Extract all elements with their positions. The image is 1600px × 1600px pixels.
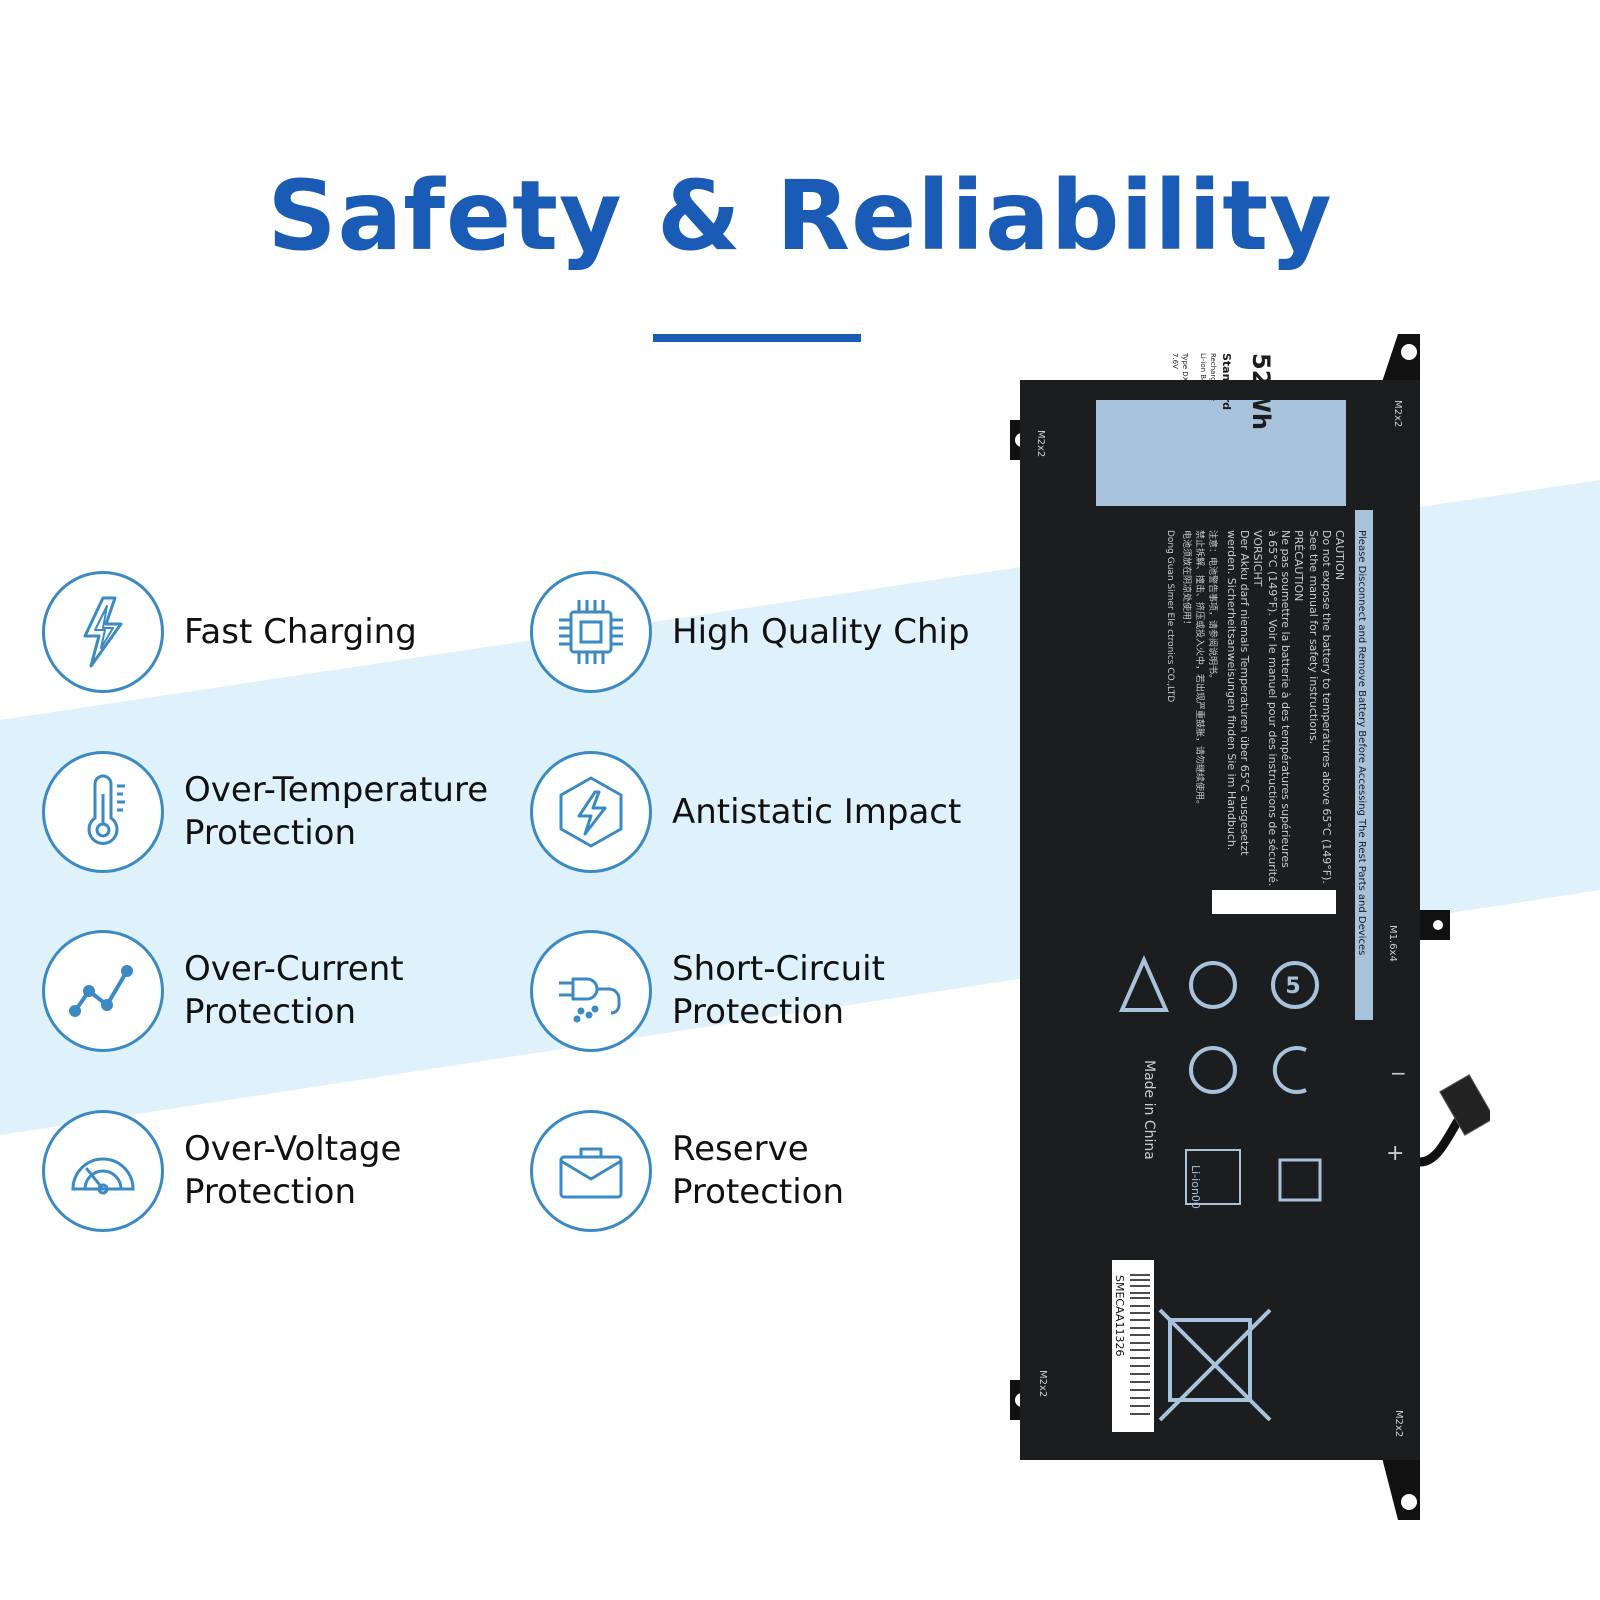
feature-label: Reserve bbox=[672, 1129, 809, 1169]
screw-hole bbox=[1433, 920, 1443, 930]
gauge-icon bbox=[42, 1110, 164, 1232]
zigzag-line-icon bbox=[42, 930, 164, 1052]
minus-terminal: − bbox=[1390, 1061, 1407, 1085]
barcode bbox=[1130, 1274, 1150, 1415]
warning-triangle-icon bbox=[1118, 955, 1170, 1012]
feature-label: Over-Temperature bbox=[184, 770, 489, 810]
caution-line: See the manual for safety instructions. bbox=[1307, 530, 1320, 744]
lightning-bolt-icon bbox=[42, 571, 164, 693]
hexagon-bolt-icon bbox=[530, 751, 652, 873]
precaution-line: à 65°C (149°F). Voir le manuel pour des … bbox=[1266, 530, 1279, 886]
chinese-line: 注意：电池警告事项，请参阅说明书。 bbox=[1207, 530, 1219, 683]
recycle-5-icon bbox=[1271, 961, 1319, 1009]
mounting-tab bbox=[1380, 1450, 1420, 1520]
title-underline bbox=[653, 334, 861, 342]
screw-label: M2x2 bbox=[1037, 1370, 1048, 1397]
feature-over-voltage: Over-Voltage Protection bbox=[42, 1110, 401, 1232]
feature-label: Protection bbox=[184, 813, 357, 853]
screw-label: M1.6x4 bbox=[1387, 925, 1398, 962]
battery-recycle-mark-icon bbox=[1278, 1158, 1322, 1202]
briefcase-icon bbox=[530, 1110, 652, 1232]
crossed-bin-icon bbox=[1158, 1308, 1272, 1422]
chinese-line: 电池须放在阴凉处使用！ bbox=[1181, 530, 1193, 629]
screw-hole bbox=[1401, 1494, 1417, 1510]
page-title: Safety & Reliability bbox=[267, 160, 1333, 272]
recycle-number: 5 bbox=[1285, 974, 1300, 999]
blank-sticker bbox=[1212, 890, 1336, 914]
feature-label: Over-Voltage bbox=[184, 1129, 402, 1169]
connector-plug bbox=[1439, 1074, 1495, 1136]
made-in-text: Made in China bbox=[1141, 1060, 1157, 1160]
feature-over-temperature: Over-Temperature Protection bbox=[42, 751, 488, 873]
feature-high-quality-chip: High Quality Chip bbox=[530, 571, 970, 693]
vorsicht-title: VORSICHT bbox=[1251, 530, 1264, 587]
feature-reserve-protection: Reserve Protection bbox=[530, 1110, 844, 1232]
feature-label: Protection bbox=[184, 1172, 357, 1212]
feature-label: Short-Circuit bbox=[672, 949, 885, 989]
feature-label: Antistatic Impact bbox=[672, 791, 962, 832]
disposal-icon bbox=[1189, 1046, 1237, 1094]
caution-title: CAUTION bbox=[1333, 530, 1346, 580]
thermometer-icon bbox=[42, 751, 164, 873]
screw-label: M2x2 bbox=[1035, 430, 1046, 457]
feature-over-current: Over-Current Protection bbox=[42, 930, 404, 1052]
voltage-text: 7.6V bbox=[1171, 353, 1179, 369]
caution-line: Do not expose the battery to temperature… bbox=[1320, 530, 1333, 884]
plug-spark-icon bbox=[530, 930, 652, 1052]
battery-label bbox=[1096, 400, 1346, 506]
feature-short-circuit: Short-Circuit Protection bbox=[530, 930, 885, 1052]
ce-mark-icon bbox=[1272, 1046, 1307, 1094]
rechargeable-text: Rechargeable bbox=[1209, 353, 1217, 401]
li-ion-recycle-icon bbox=[1185, 1149, 1241, 1205]
standard-text: Standard bbox=[1220, 353, 1233, 410]
header-strip bbox=[1355, 510, 1373, 1020]
capacity-text: 52Wh bbox=[1247, 353, 1275, 430]
feature-label: High Quality Chip bbox=[672, 611, 970, 652]
manufacturer-text: Dong Guan Simer Ele ctronics CO.,LTD bbox=[1165, 530, 1175, 702]
feature-label: Protection bbox=[672, 992, 845, 1032]
feature-antistatic-impact: Antistatic Impact bbox=[530, 751, 961, 873]
type-code-text: Type DXGH8 bbox=[1181, 352, 1189, 397]
feature-fast-charging: Fast Charging bbox=[42, 571, 417, 693]
precaution-line: Ne pas soumettre la batterie à des tempé… bbox=[1279, 530, 1292, 868]
barcode-sticker bbox=[1112, 1260, 1154, 1432]
feature-label: Protection bbox=[184, 992, 357, 1032]
screw-hole bbox=[1401, 344, 1417, 360]
serial-number-text: SMECAA11326 bbox=[1113, 1275, 1126, 1356]
certification-icon bbox=[1189, 961, 1237, 1009]
chip-icon bbox=[530, 571, 652, 693]
precaution-title: PRÉCAUTION bbox=[1292, 530, 1305, 601]
vorsicht-line: werden. Sicherheitsanweisungen finden Si… bbox=[1225, 530, 1238, 850]
screw-label: M2x2 bbox=[1392, 400, 1403, 427]
feature-label: Fast Charging bbox=[184, 611, 417, 652]
plus-terminal: + bbox=[1386, 1141, 1404, 1166]
vorsicht-line: Der Akku darf niemals Temperaturen über … bbox=[1238, 530, 1251, 856]
recycle-code-text: Li-ion00 bbox=[1189, 1165, 1202, 1209]
battery-type-text: Li-ion Battery bbox=[1199, 353, 1207, 400]
mounting-tab bbox=[1380, 334, 1420, 388]
screw-label: M2x2 bbox=[1393, 1410, 1404, 1437]
feature-label: Over-Current bbox=[184, 949, 404, 989]
battery-body bbox=[1020, 380, 1420, 1460]
chinese-line: 禁止拆解、撞击、挤压或投入火中，若出现严重鼓胀，请勿继续使用。 bbox=[1194, 530, 1206, 809]
header-text: Please Disconnect and Remove Battery Bef… bbox=[1356, 530, 1367, 955]
battery-illustration: 52Wh Standard Rechargeable Li-ion Batter… bbox=[1010, 330, 1495, 1590]
feature-label: Protection bbox=[672, 1172, 845, 1212]
